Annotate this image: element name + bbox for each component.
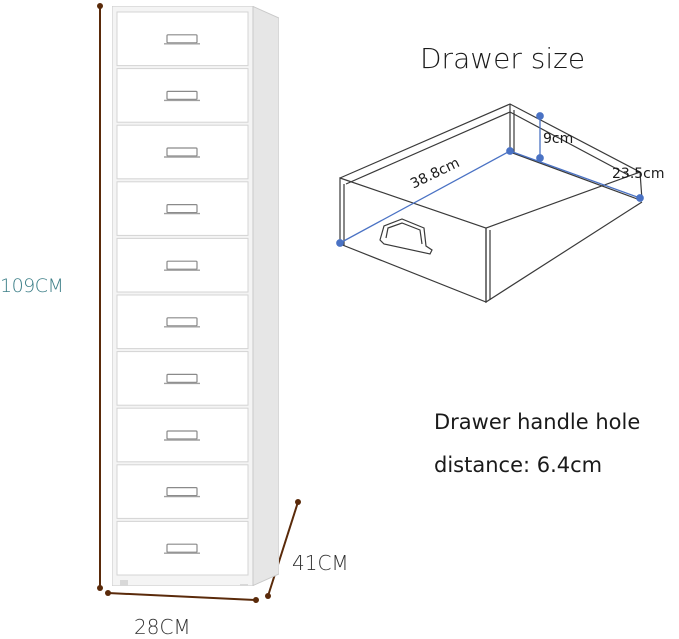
drawer-height-label: 9cm [543,131,574,147]
drawer-front [116,68,249,123]
drawer-handle-icon [166,430,198,440]
cabinet-foot [240,584,248,586]
drawer-handle-icon [166,487,198,497]
width-dimension-line [105,590,259,603]
drawer-handle-icon [166,317,198,327]
width-label: 28CM [134,615,191,639]
handle-info-line2: distance: 6.4cm [434,453,603,477]
drawer-handle-icon [166,373,198,383]
depth-dimension-line [265,499,301,599]
cabinet-side-panel [251,6,279,586]
drawer-handle-icon [166,147,198,157]
height-dimension-line [97,3,103,591]
drawer-front [116,520,249,576]
drawer-measure-lines [336,112,644,247]
drawer-front [116,464,249,519]
drawer-handle-icon [166,204,198,214]
depth-label: 41CM [292,551,349,575]
drawer-front [116,124,249,180]
drawer-handle-icon [166,90,198,101]
height-label: 109CM [0,275,64,297]
drawer-front [116,237,249,293]
drawer-size-title: Drawer size [420,42,586,75]
drawer-sketch [339,103,643,304]
drawer-front [116,11,249,67]
drawer-front [116,351,249,406]
cabinet-graphic [112,6,279,586]
cabinet-foot [120,580,128,586]
handle-info-line1: Drawer handle hole [434,410,641,434]
drawer-front [116,181,249,236]
drawer-handle-icon [166,34,198,44]
drawer-handle-icon [166,543,198,553]
drawer-cabinet [112,6,279,586]
drawer-width-label: 23.5cm [612,166,665,182]
drawer-front [116,407,249,463]
drawer-front [116,294,249,350]
drawer-handle-icon [166,260,198,270]
